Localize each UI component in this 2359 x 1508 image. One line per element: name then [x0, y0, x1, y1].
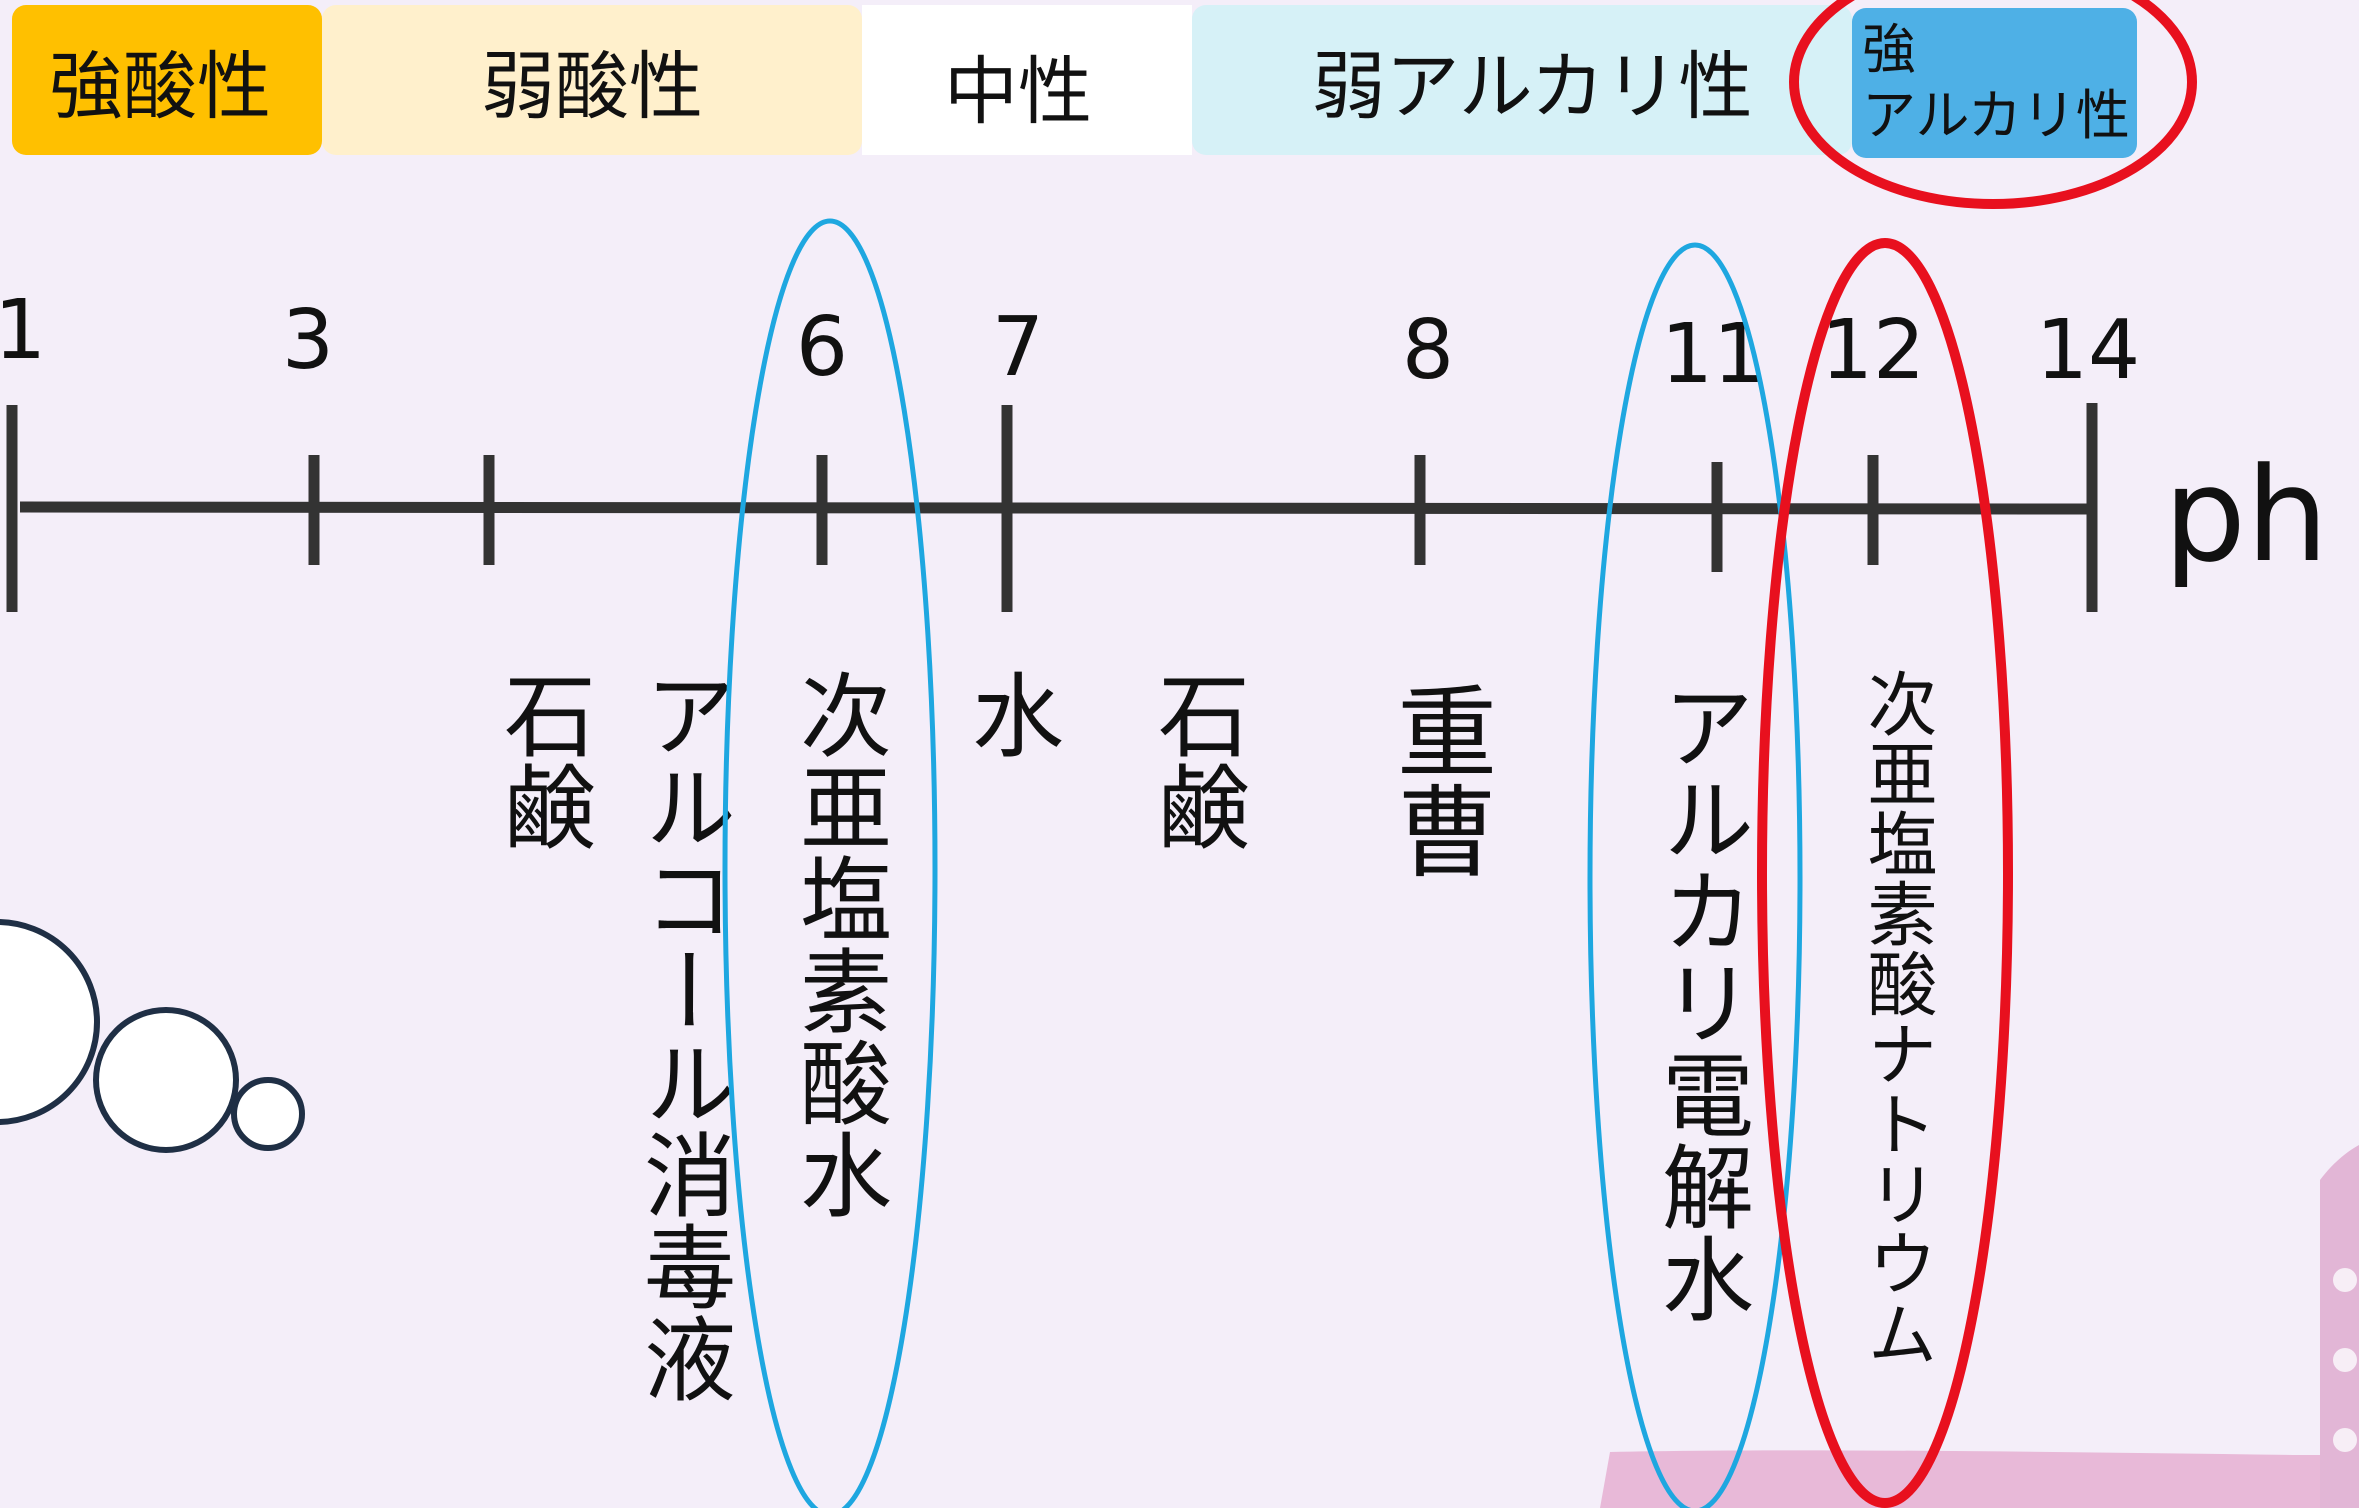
bubbles-decoration: [0, 919, 305, 1153]
tick-label-11: 11: [1661, 307, 1765, 402]
tick-label-8: 8: [1402, 303, 1454, 398]
substance-water: 水: [957, 668, 1064, 760]
band-label-neutral: 中性: [944, 49, 1092, 135]
band-weak-alkaline: [1192, 5, 1852, 155]
corner-dot: [2333, 1428, 2357, 1452]
tick-label-12: 12: [1821, 303, 1925, 398]
ph-axis: 1 3 6 7 8 11 12 14 ph: [0, 283, 2328, 612]
bubble-small: [231, 1077, 305, 1151]
substance-hypochlorous-water: 次亜塩素酸水: [785, 668, 892, 1220]
band-weak-acid: [322, 5, 862, 155]
axis-line: [19, 501, 2091, 515]
band-strong-alkaline: [1852, 8, 2137, 158]
highlight-ellipse-strong-alkaline: [1789, 0, 2197, 209]
substance-soap-1: 石鹸: [489, 668, 596, 852]
tick-label-6: 6: [796, 300, 848, 395]
corner-dot: [2333, 1268, 2357, 1292]
band-label-strong-alkaline: 強 アルカリ性: [1862, 18, 2130, 147]
highlight-ellipse-alkaline-electrolyzed-water: [1587, 242, 1803, 1508]
substance-alcohol-disinfectant: アルコール消毒液: [629, 668, 736, 1404]
corner-decoration-right: [2320, 1145, 2359, 1508]
highlight-marks: [722, 0, 2197, 1508]
band-label-weak-acid: 弱酸性: [481, 44, 703, 130]
bubble-medium: [93, 1007, 239, 1153]
band-label-strong-alkaline-line2: アルカリ性: [1862, 84, 2130, 147]
tick-label-7: 7: [992, 300, 1044, 395]
bubble-large: [0, 919, 100, 1125]
band-label-strong-acid: 強酸性: [49, 44, 271, 130]
band-neutral: [862, 5, 1192, 155]
tick-label-1: 1: [0, 283, 46, 378]
substance-baking-soda: 重曹: [1380, 680, 1497, 880]
substance-sodium-hypochlorite: 次亜塩素酸ナトリウム: [1856, 668, 1938, 1368]
tick-label-14: 14: [2036, 303, 2140, 398]
substance-alkaline-electrolyzed-water: アルカリ電解水: [1647, 680, 1754, 1324]
scale-band-bar: 強酸性 弱酸性 中性 弱アルカリ性 強 アルカリ性: [12, 5, 2137, 158]
highlight-ellipse-sodium-hypochlorite: [1757, 238, 2013, 1508]
corner-dot: [2333, 1348, 2357, 1372]
tick-label-3: 3: [282, 293, 334, 388]
axis-unit-label: ph: [2164, 439, 2329, 591]
band-label-weak-alkaline: 弱アルカリ性: [1311, 44, 1752, 130]
substance-labels: 石鹸 アルコール消毒液 次亜塩素酸水 水 石鹸 重曹 アルカリ電解水 次亜塩素酸…: [489, 668, 1939, 1404]
substance-soap-2: 石鹸: [1143, 668, 1250, 852]
corner-decoration: [1600, 1450, 2359, 1508]
band-strong-acid: [12, 5, 322, 155]
band-label-strong-alkaline-line1: 強: [1862, 18, 1916, 81]
highlight-ellipse-hypochlorous-water: [722, 218, 938, 1508]
